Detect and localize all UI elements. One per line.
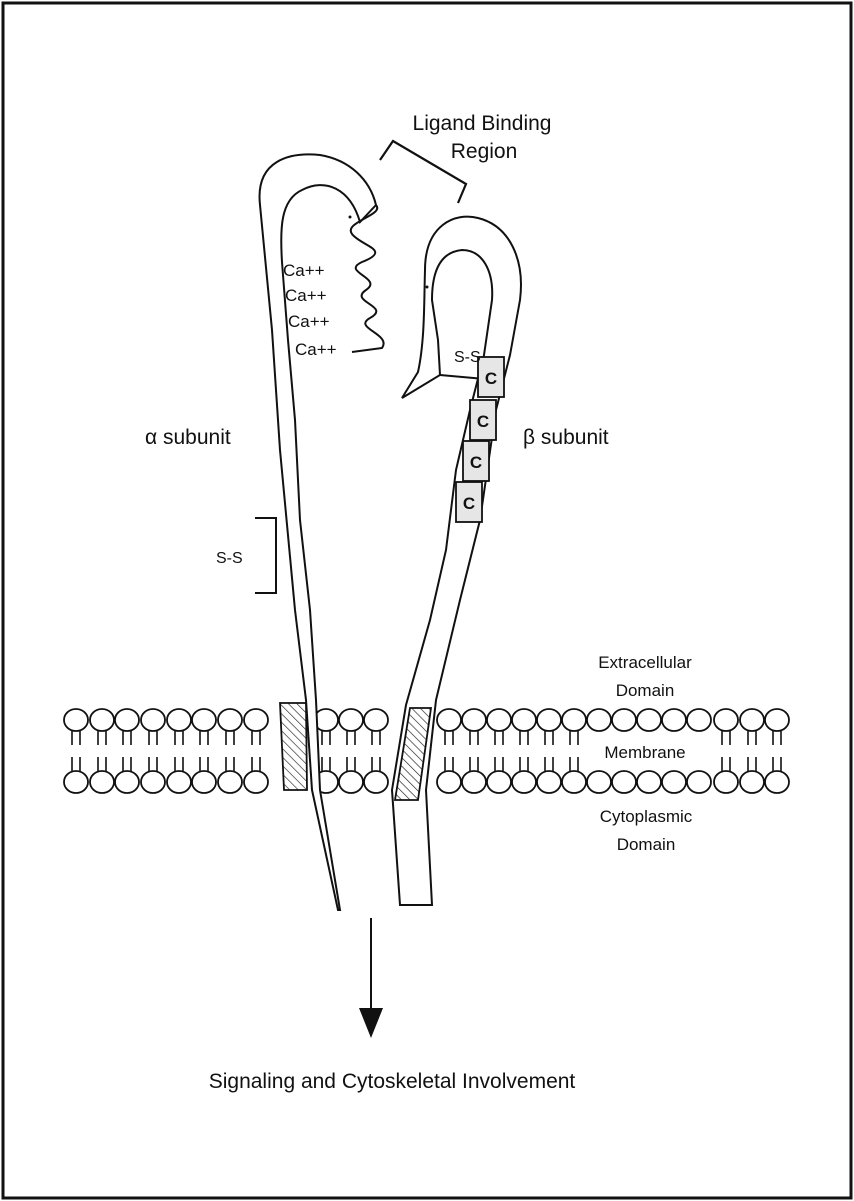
- cytoplasmic-label-line1: Cytoplasmic: [600, 807, 693, 826]
- phospholipid: [765, 709, 789, 793]
- beta-ss-label: S-S: [454, 349, 481, 366]
- phospholipid: [437, 709, 461, 793]
- figure-caption: Signaling and Cytoskeletal Involvement: [209, 1070, 576, 1093]
- beta-subunit-label: β subunit: [523, 426, 609, 449]
- phospholipid: [562, 709, 586, 793]
- calcium-label-4: Ca++: [295, 340, 337, 359]
- phospholipid: [462, 709, 486, 793]
- phospholipid: [64, 709, 88, 793]
- phospholipid: [740, 709, 764, 793]
- ligand-binding-label-line2: Region: [451, 140, 518, 163]
- cytoplasmic-label-line2: Domain: [617, 835, 676, 854]
- phospholipid: [687, 709, 711, 793]
- alpha-transmembrane-segment: [280, 703, 307, 790]
- phospholipid: [90, 709, 114, 793]
- phospholipid: [115, 709, 139, 793]
- alpha-subunit-label: α subunit: [145, 426, 231, 449]
- calcium-label-1: Ca++: [283, 261, 325, 280]
- phospholipid: [167, 709, 191, 793]
- phospholipid: [141, 709, 165, 793]
- extracellular-label-line2: Domain: [616, 681, 675, 700]
- phospholipid: [487, 709, 511, 793]
- extracellular-label-line1: Extracellular: [598, 653, 692, 672]
- cysteine-label: C: [463, 494, 475, 513]
- cysteine-label: C: [477, 412, 489, 431]
- phospholipid: [244, 709, 268, 793]
- ligand-binding-label-line1: Ligand Binding: [413, 112, 552, 135]
- phospholipid: [218, 709, 242, 793]
- calcium-label-2: Ca++: [285, 286, 327, 305]
- phospholipid: [364, 709, 388, 793]
- phospholipid: [512, 709, 536, 793]
- figure-frame: [3, 3, 851, 1198]
- phospholipid: [339, 709, 363, 793]
- calcium-binding-wavy-edge: [351, 205, 384, 352]
- phospholipid: [192, 709, 216, 793]
- cysteine-label: C: [470, 453, 482, 472]
- signaling-arrowhead: [359, 1008, 383, 1038]
- cysteine-label: C: [485, 369, 497, 388]
- calcium-label-3: Ca++: [288, 312, 330, 331]
- membrane-label: Membrane: [604, 743, 685, 762]
- phospholipid: [537, 709, 561, 793]
- phospholipid: [714, 709, 738, 793]
- beta-subunit-clean: [392, 217, 521, 905]
- alpha-disulfide-bracket: [255, 518, 276, 593]
- alpha-ss-label: S-S: [216, 550, 243, 567]
